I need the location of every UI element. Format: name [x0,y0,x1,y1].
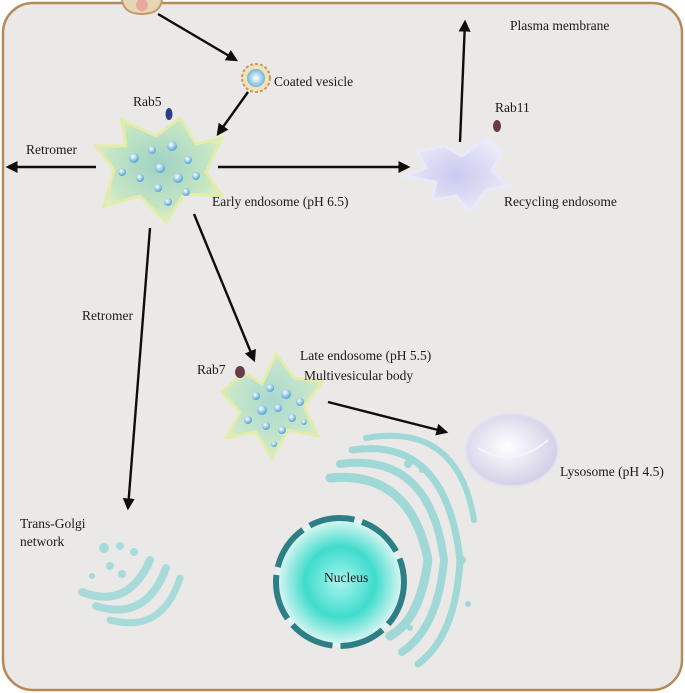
late-endosome-vesicles [244,384,307,447]
golgi-apparatus-near-nucleus [325,432,477,668]
rab11-marker [493,120,501,132]
coated-vesicle [241,63,271,93]
label-trans-golgi: Trans-Golgi [20,516,86,531]
arrow-early-to-late [192,213,256,363]
label-rab5: Rab5 [133,94,162,109]
rab7-marker [235,366,245,378]
trans-golgi-network [78,542,184,627]
arrow-late-to-lysosome [327,400,449,436]
label-retromer-left: Retromer [26,142,77,157]
late-endosome [219,351,325,461]
early-endosome [93,115,225,225]
nucleus [273,515,407,649]
label-early-endosome: Early endosome (pH 6.5) [212,194,348,209]
label-rab11: Rab11 [495,100,530,115]
label-late-endosome: Late endosome (pH 5.5) [300,348,431,363]
arrow-vesicle-to-early [216,91,249,136]
arrow-early-to-golgi [122,227,152,511]
arrow-recycling-to-plasma [458,19,471,143]
label-plasma-membrane: Plasma membrane [510,18,609,33]
lysosome [465,413,559,487]
early-endosome-vesicles [118,141,200,206]
label-coated-vesicle: Coated vesicle [274,74,353,89]
label-nucleus: Nucleus [324,570,368,585]
label-rab7: Rab7 [197,362,226,377]
label-recycling-endosome: Recycling endosome [504,194,617,209]
label-trans-golgi-network: network [20,534,64,549]
label-retromer-down: Retromer [82,308,133,323]
label-multivesicular-body: Multivesicular body [304,368,413,383]
budding-vesicle [121,0,163,16]
label-lysosome: Lysosome (pH 4.5) [560,464,664,479]
arrow-bud-to-vesicle [157,12,239,62]
rab5-marker [165,108,173,120]
recycling-endosome [398,136,512,215]
